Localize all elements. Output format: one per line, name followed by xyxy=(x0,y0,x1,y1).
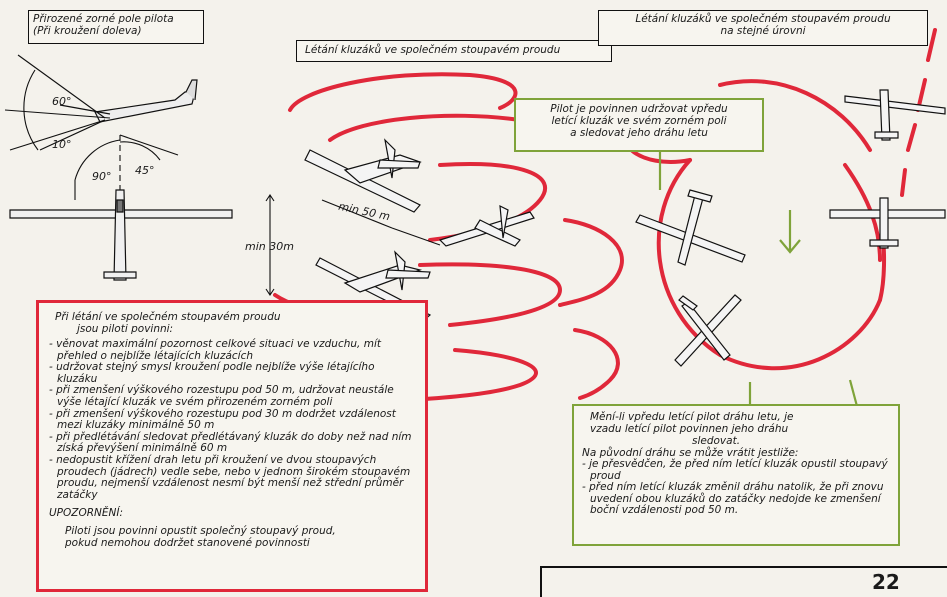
obligations-heading-1: Při létání ve společném stoupavém proudu xyxy=(55,311,281,323)
glider-middle-right xyxy=(438,204,535,247)
angle-10-label: 10° xyxy=(52,138,72,151)
glider-right-top xyxy=(844,89,946,141)
green-bottom-line4: Na původní dráhu se může vrátit jestliže… xyxy=(582,447,799,459)
return-condition-item: - je přesvědčen, že před ním letící kluz… xyxy=(582,458,888,482)
glider-right-mid xyxy=(829,197,946,249)
obligation-item: - věnovat maximální pozornost celkové si… xyxy=(49,338,381,362)
obligations-box: Při létání ve společném stoupavém proudu… xyxy=(36,300,428,592)
green-bottom-line2: vzadu letící pilot povinnen jeho dráhu xyxy=(590,423,789,435)
return-conditions-list: - je přesvědčen, že před ním letící kluz… xyxy=(582,458,890,517)
green-note-bottom: Mění-li vpředu letící pilot dráhu letu, … xyxy=(572,404,900,546)
green-bottom-line1: Mění-li vpředu letící pilot dráhu letu, … xyxy=(590,411,794,423)
same-level-title-line1: Létání kluzáků ve společném stoupavém pr… xyxy=(635,13,891,25)
glider-circle-top xyxy=(635,189,746,266)
obligation-item: - při zmenšení výškového rozestupu pod 3… xyxy=(49,407,396,432)
green-bottom-line3: sledovat. xyxy=(692,435,741,447)
green-top-line3: a sledovat jeho dráhu letu xyxy=(570,127,708,139)
obligation-item: - při zmenšení výškového rozestupu pod 5… xyxy=(49,384,394,408)
obligations-list: - věnovat maximální pozornost celkové si… xyxy=(49,338,415,501)
warning-title: UPOZORNĚNÍ: xyxy=(49,507,124,520)
green-top-line1: Pilot je povinnen udržovat vpředu xyxy=(550,103,728,115)
glider-top-view xyxy=(9,189,233,281)
green-pointer-lines xyxy=(658,150,860,411)
warning-line-1: Piloti jsou povinni opustit společný sto… xyxy=(65,525,336,538)
field-of-view-title: Přirozené zorné pole pilota xyxy=(33,13,174,25)
angle-45-label: 45° xyxy=(135,164,155,177)
middle-title-box: Létání kluzáků ve společném stoupavém pr… xyxy=(296,40,612,62)
obligation-item: - udržovat stejný smysl kroužení podle n… xyxy=(49,361,375,385)
green-note-top: Pilot je povinnen udržovat vpředu letící… xyxy=(514,98,764,152)
angle-60-label: 60° xyxy=(52,95,72,108)
warning-line-2: pokud nemohou dodržet stanovené povinnos… xyxy=(65,537,310,550)
obligations-heading-2: jsou piloti povinni: xyxy=(77,323,174,335)
angle-90-label: 90° xyxy=(92,170,112,183)
obligation-item: - při předlétávání sledovat předlétávaný… xyxy=(49,430,412,455)
glider-circle-bottom xyxy=(674,294,742,367)
same-level-title-box: Létání kluzáků ve společném stoupavém pr… xyxy=(598,10,928,46)
page-number: 22 xyxy=(872,570,900,594)
min-30m-label: min 30m xyxy=(245,240,294,253)
field-of-view-subtitle: (Při kroužení doleva) xyxy=(33,25,142,37)
page-footer-box: 22 xyxy=(540,566,947,597)
dimension-lines xyxy=(265,194,441,296)
field-of-view-arcs xyxy=(4,54,179,200)
glider-side-view xyxy=(39,79,198,151)
green-top-line2: letící kluzák ve svém zorném poli xyxy=(551,115,727,127)
return-condition-item: - před ním letící kluzák změnil dráhu na… xyxy=(582,481,884,517)
field-of-view-title-box: Přirozené zorné pole pilota (Při kroužen… xyxy=(28,10,204,44)
glider-middle-upper xyxy=(304,138,422,213)
middle-title: Létání kluzáků ve společném stoupavém pr… xyxy=(305,44,561,56)
obligation-item: - nedopustit křížení drah letu při krouž… xyxy=(49,453,411,501)
same-level-title-line2: na stejné úrovni xyxy=(720,25,806,37)
